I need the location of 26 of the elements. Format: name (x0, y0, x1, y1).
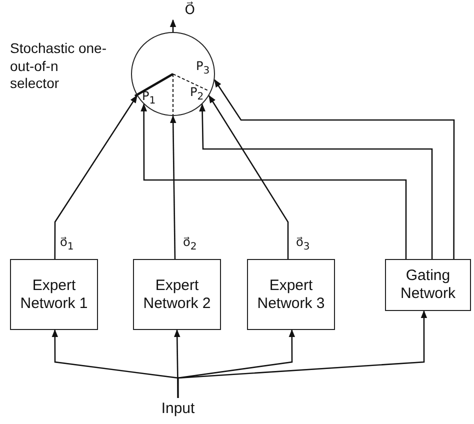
network-box (10, 259, 98, 330)
network-box (133, 259, 221, 330)
arrow (170, 115, 176, 259)
arrow (199, 103, 433, 259)
arrow (208, 94, 289, 259)
arrow (214, 79, 455, 259)
edge-label: o⃗$_{3}$ (296, 236, 310, 252)
probability-label: P$_{1}$ (142, 90, 156, 106)
arrow (170, 19, 176, 32)
arrow (54, 94, 138, 259)
node-text: Input (161, 400, 195, 418)
network-box (385, 259, 471, 311)
edge-label: o⃗$_{2}$ (183, 236, 197, 252)
selector-circle (131, 32, 215, 116)
output-label: O⃗ (184, 4, 195, 16)
selector-caption: Stochastic one-out-of-n selector (10, 40, 108, 92)
node-text: Expert Network 1 (19, 276, 89, 312)
arrow (177, 310, 428, 398)
arrow (140, 103, 407, 259)
node-text: Gating Network (399, 267, 456, 303)
probability-label: P$_{2}$ (190, 86, 204, 102)
probability-label: P$_{3}$ (196, 60, 210, 76)
node-text: Expert Network 3 (256, 276, 326, 312)
edge-label: o⃗$_{1}$ (60, 236, 74, 252)
node-text: Expert Network 2 (142, 276, 212, 312)
network-box (247, 259, 335, 330)
